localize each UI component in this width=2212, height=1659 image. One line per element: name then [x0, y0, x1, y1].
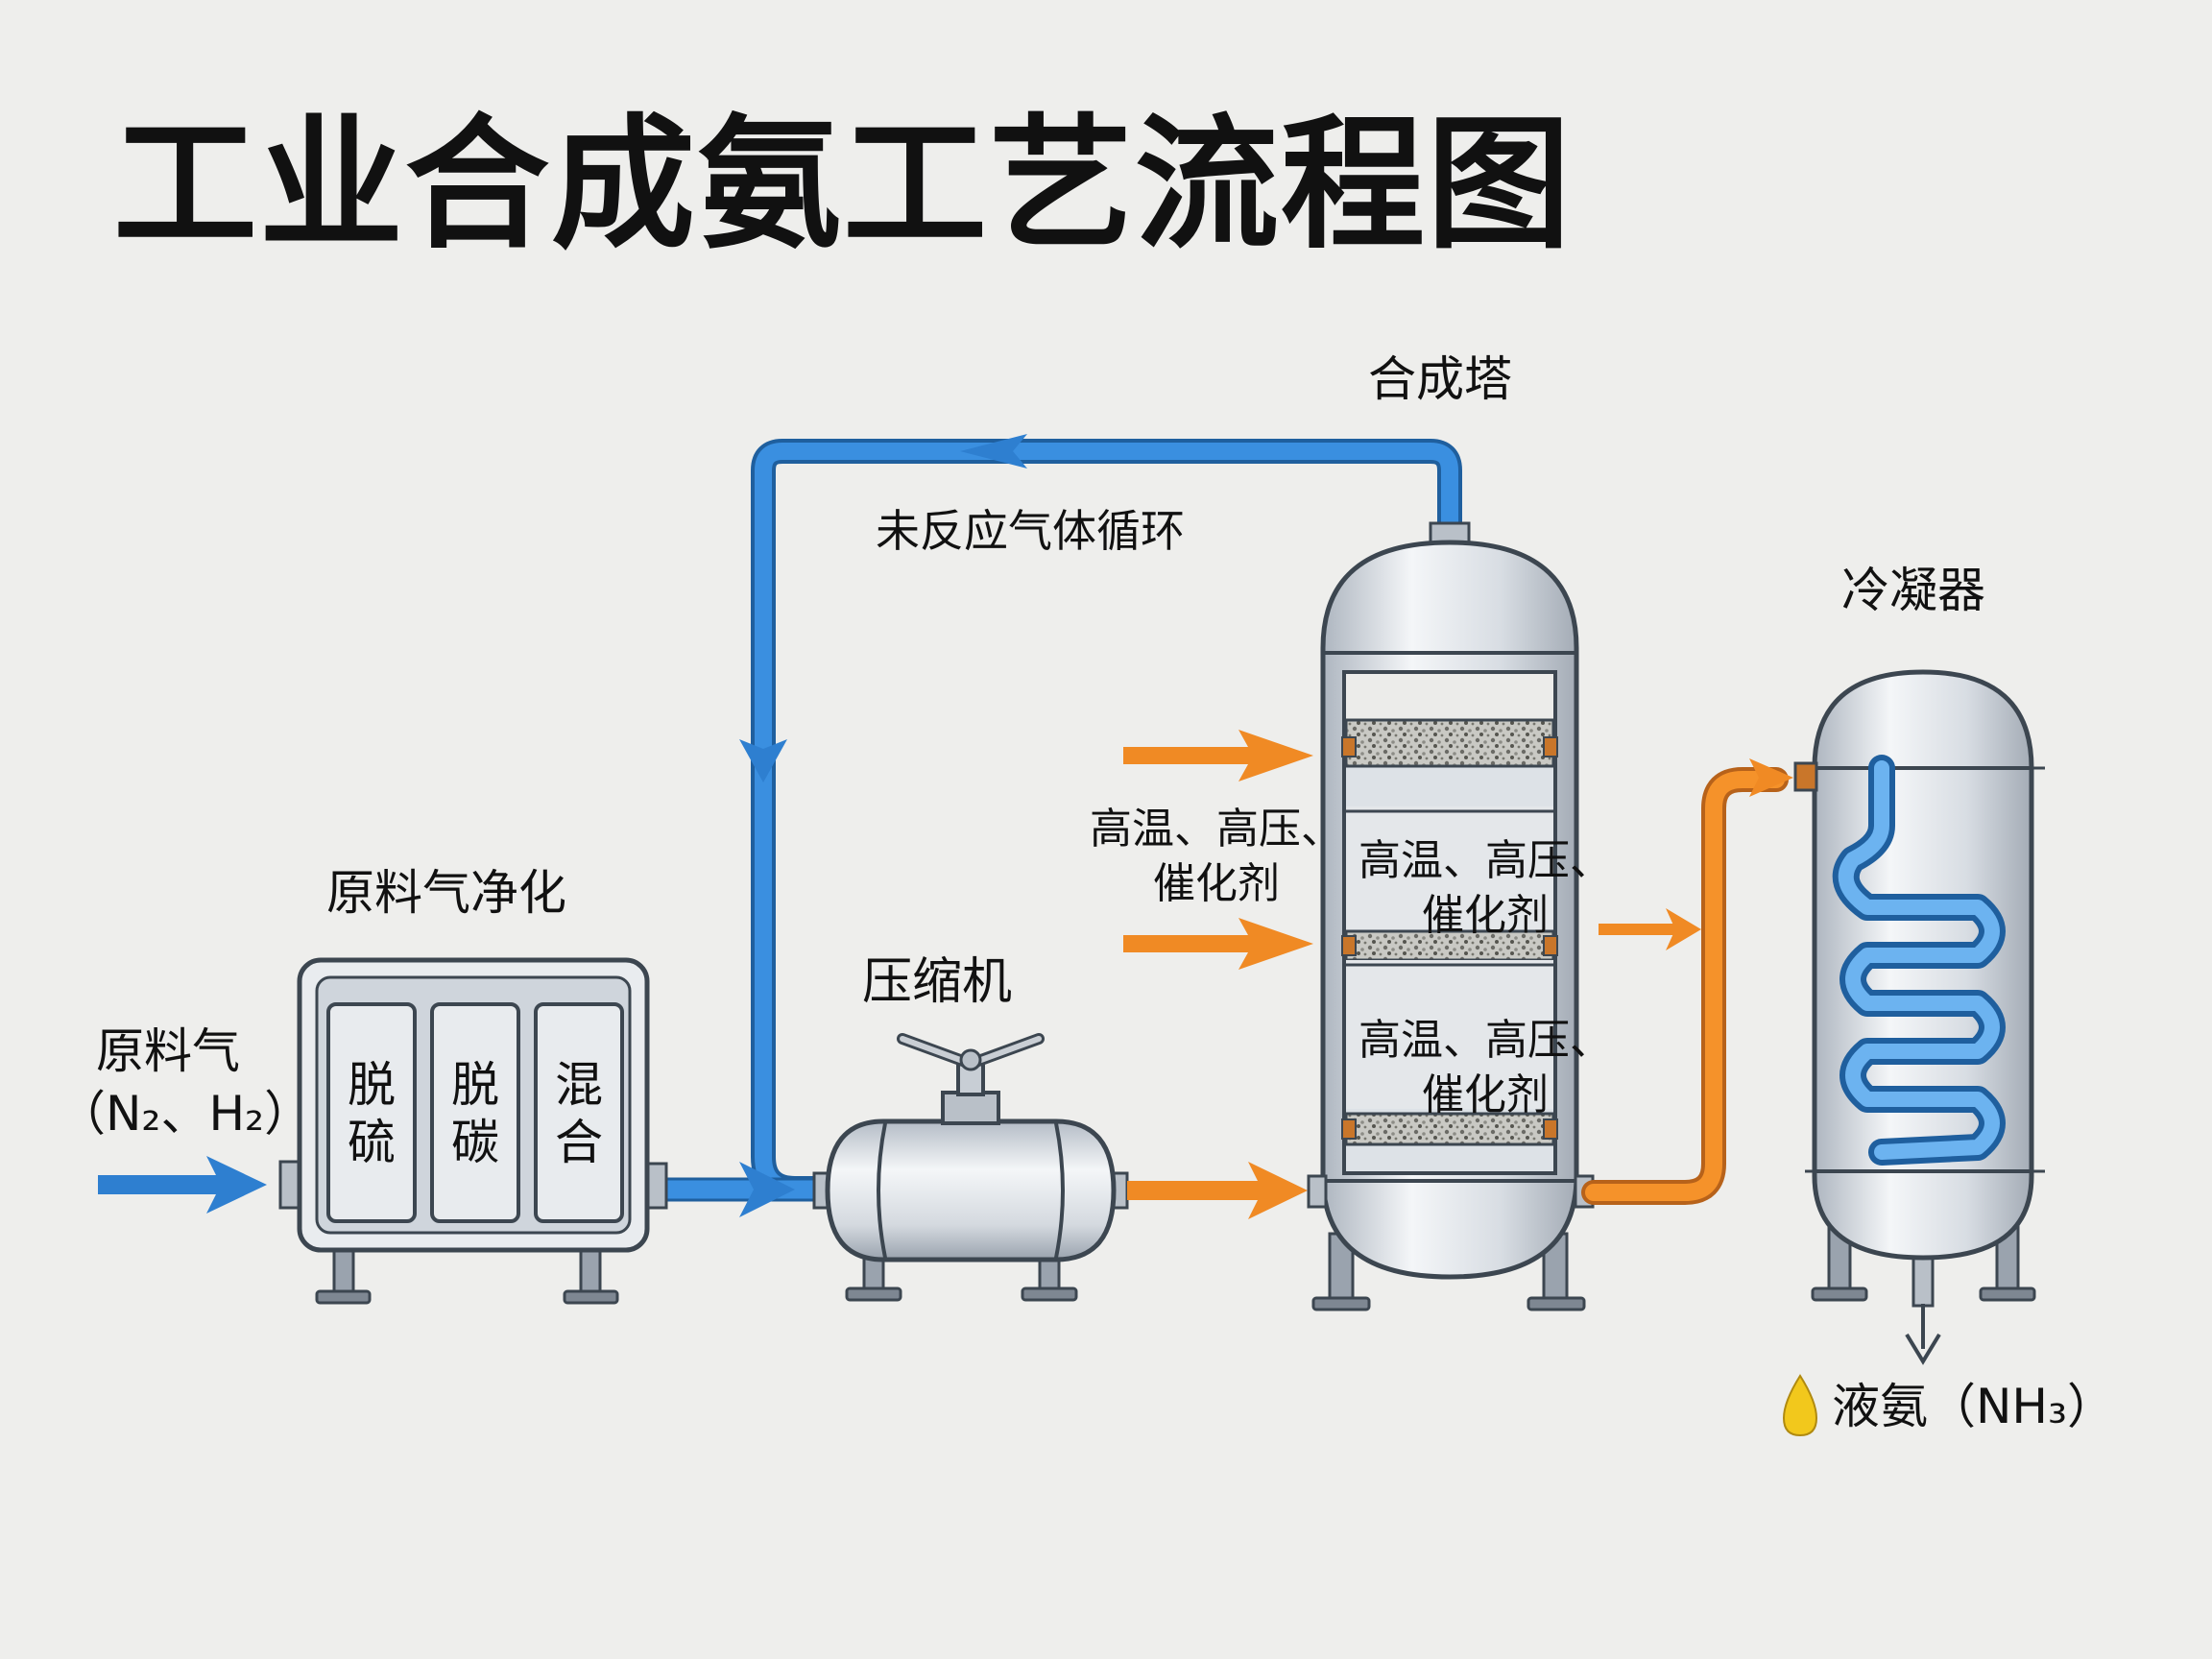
product-label: 液氨（NH₃） — [1832, 1379, 2116, 1434]
condenser — [1793, 669, 2045, 1365]
condenser-label: 冷凝器 — [1841, 563, 1985, 618]
purification-unit — [278, 957, 668, 1305]
liquid-drop-icon — [1782, 1374, 1818, 1437]
heat-arrow-bottom — [1123, 918, 1313, 970]
desulfurization-label: 脱 硫 — [348, 1057, 396, 1170]
product-gas-pipe — [1581, 767, 1789, 1205]
feed-gas-formula: （N₂、H₂） — [58, 1086, 313, 1142]
mixing-label: 混 合 — [555, 1057, 603, 1170]
conditions-outside-label: 高温、高压、 催化剂 — [1090, 805, 1343, 909]
purification-label: 原料气净化 — [326, 865, 566, 921]
feed-gas-label: 原料气 — [96, 1023, 240, 1079]
synthesis-tower — [1307, 521, 1595, 1311]
page-title: 工业合成氨工艺流程图 — [113, 102, 1574, 269]
recycle-label: 未反应气体循环 — [876, 505, 1185, 557]
recycle-arrow-down — [739, 739, 787, 782]
recycle-arrow-left — [960, 434, 1027, 469]
condenser-inlet-arrow — [1749, 758, 1793, 797]
conditions-bed2-label: 高温、高压、 催化剂 — [1358, 1016, 1612, 1120]
decarbonization-label: 脱 碳 — [451, 1057, 499, 1170]
conditions-bed1-label: 高温、高压、 催化剂 — [1358, 836, 1612, 941]
feed-gas-arrow — [98, 1156, 267, 1214]
merge-arrow — [739, 1162, 795, 1217]
compressor-label: 压缩机 — [862, 953, 1013, 1011]
compressor — [812, 1033, 1129, 1302]
purified-gas-pipe — [662, 1177, 830, 1202]
tower-outlet-arrow — [1599, 908, 1701, 950]
synthesis-tower-label: 合成塔 — [1368, 351, 1512, 407]
compressed-gas-arrow — [1127, 1162, 1308, 1219]
heat-arrow-top — [1123, 730, 1313, 781]
